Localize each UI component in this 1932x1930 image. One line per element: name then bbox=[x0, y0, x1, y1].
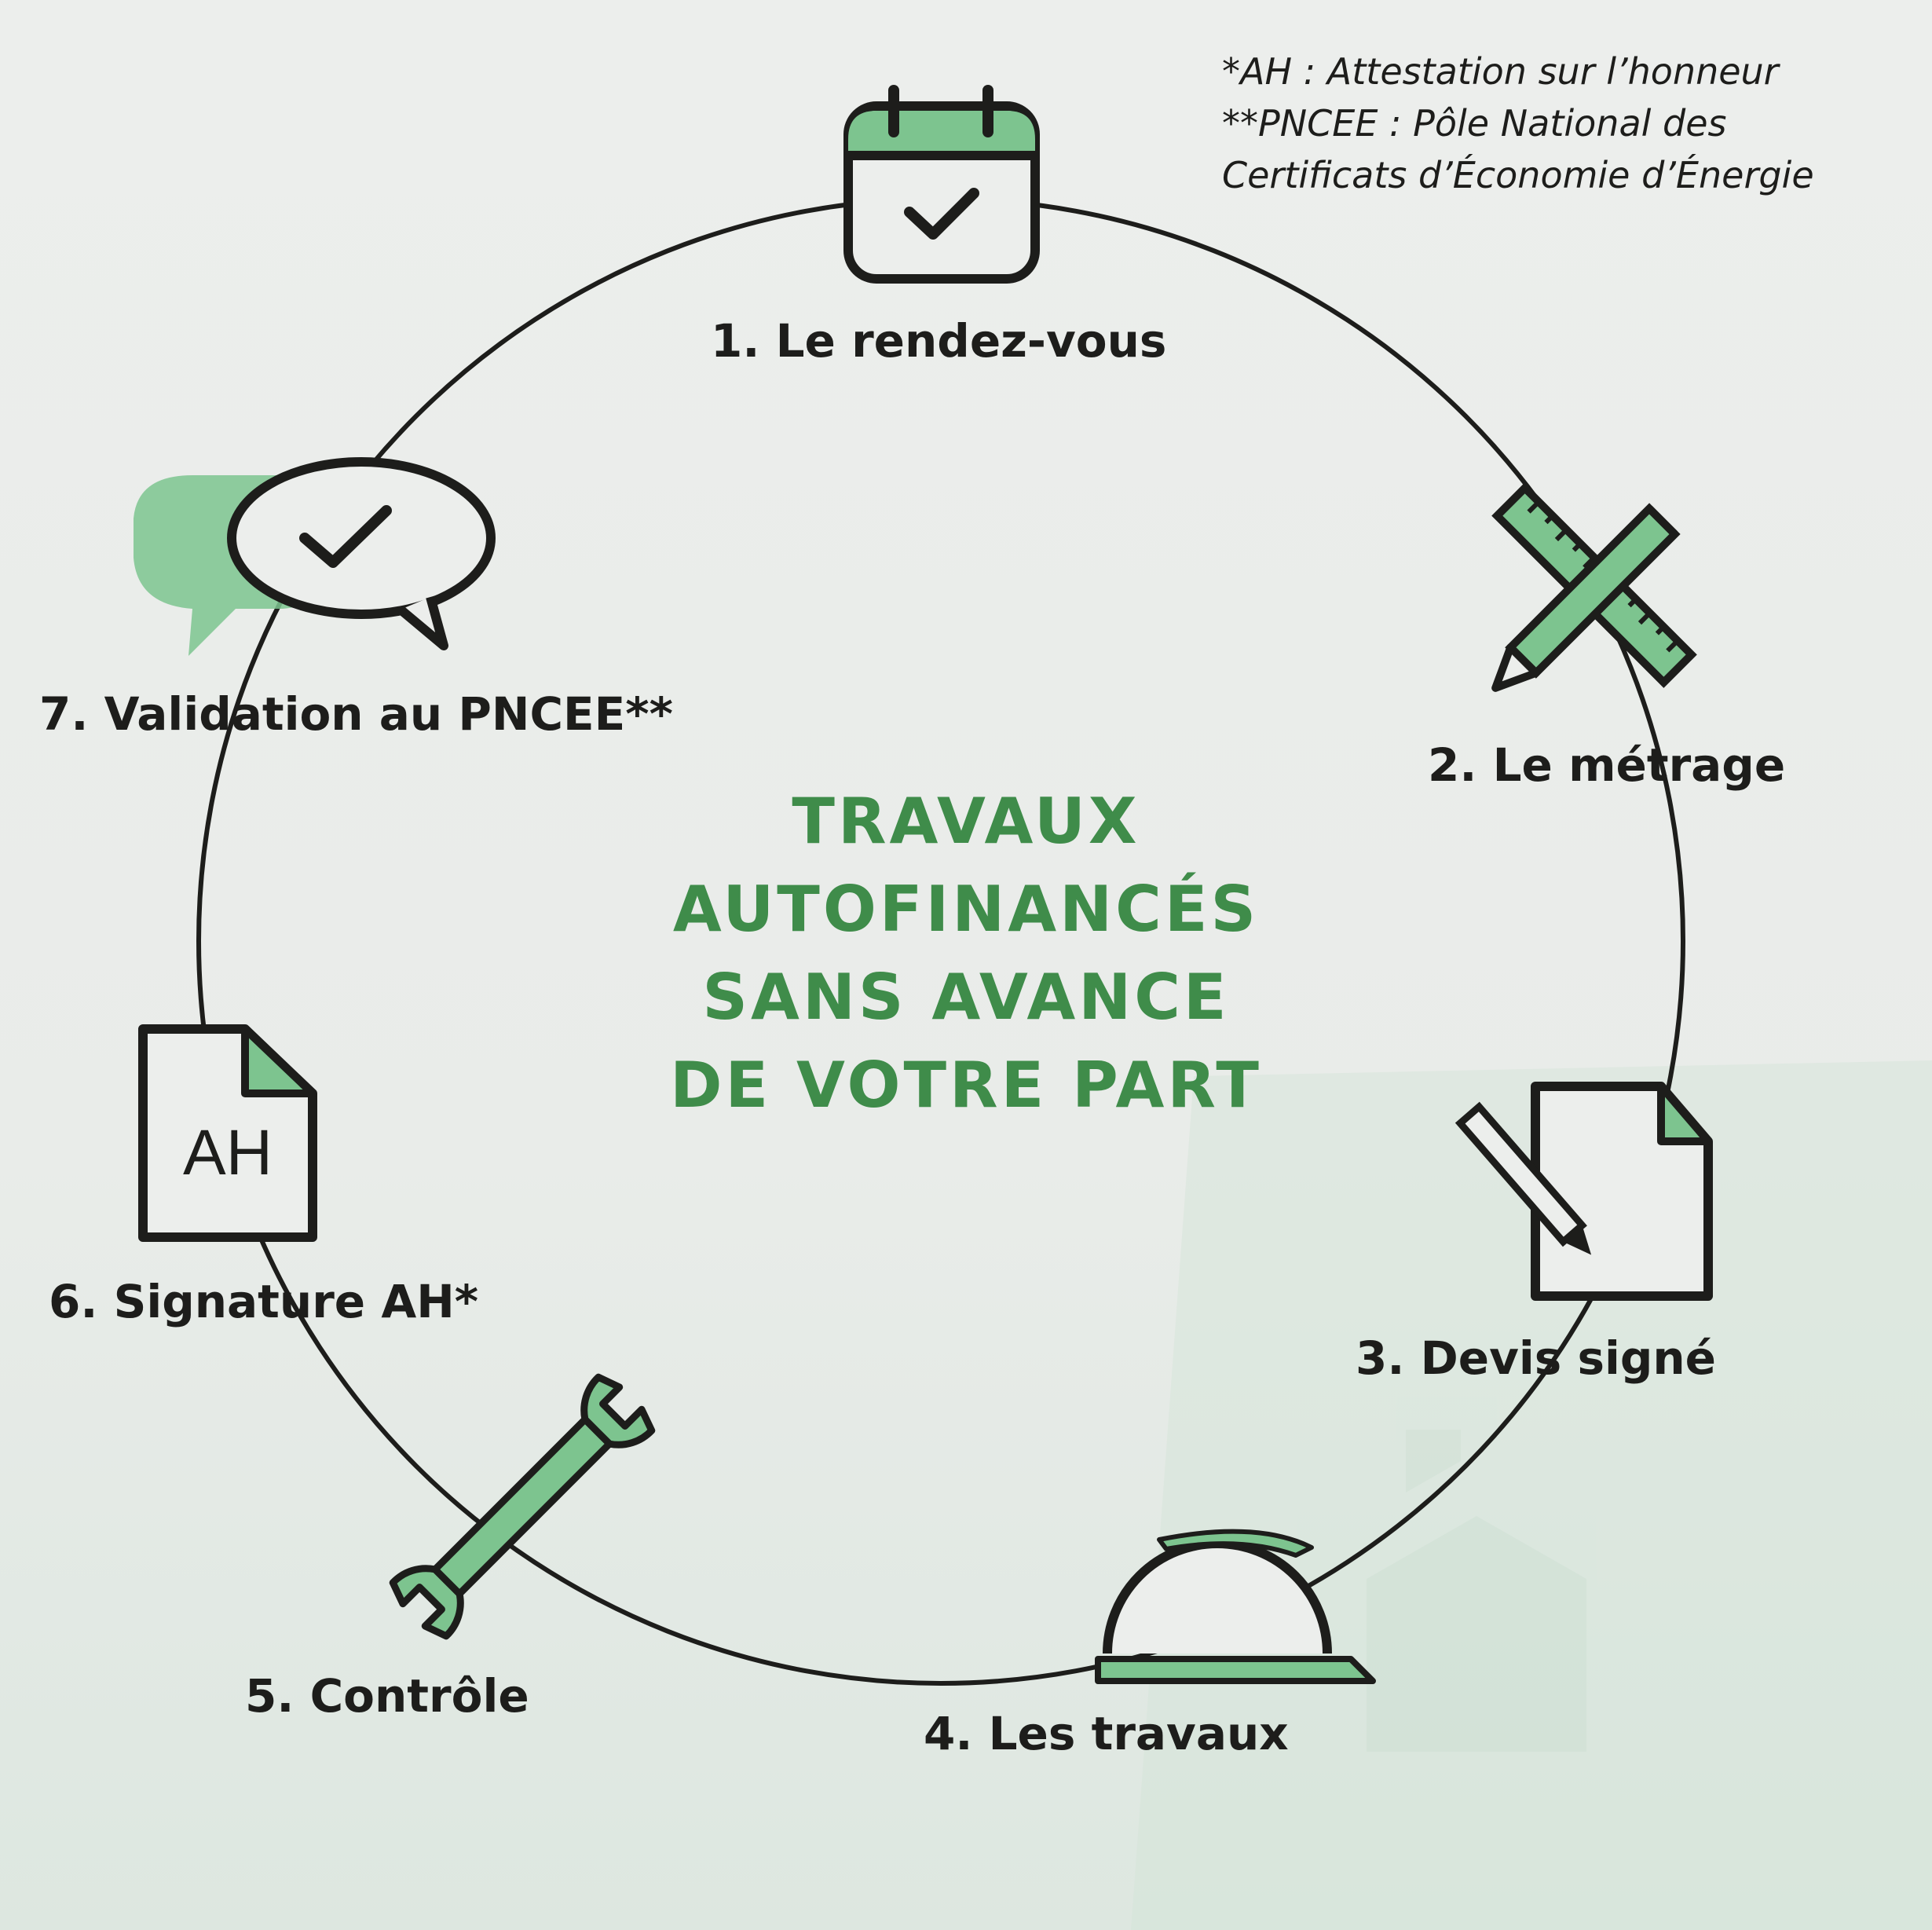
ah-icon-text: AH bbox=[183, 1117, 273, 1188]
center-title-line-2: AUTOFINANCÉS bbox=[672, 873, 1260, 946]
step-5-label: 5. Contrôle bbox=[245, 1669, 529, 1723]
ruler-pencil-icon bbox=[1491, 482, 1697, 692]
step-7-label: 7. Validation au PNCEE** bbox=[39, 687, 673, 741]
step-1-label: 1. Le rendez-vous bbox=[711, 314, 1167, 368]
footnotes: *AH : Attestation sur l’honneur **PNCEE … bbox=[1222, 46, 1814, 201]
center-title: TRAVAUX AUTOFINANCÉS SANS AVANCE DE VOTR… bbox=[573, 778, 1359, 1130]
footnote-pncee: **PNCEE : Pôle National des bbox=[1222, 102, 1727, 145]
ah-document-icon: AH bbox=[138, 1024, 317, 1242]
footnote-ah: *AH : Attestation sur l’honneur bbox=[1222, 50, 1779, 93]
step-2-label: 2. Le métrage bbox=[1428, 738, 1786, 792]
center-title-line-3: SANS AVANCE bbox=[702, 961, 1230, 1034]
step-3-label: 3. Devis signé bbox=[1356, 1331, 1717, 1385]
hard-hat-icon bbox=[1095, 1529, 1376, 1684]
step-4-label: 4. Les travaux bbox=[924, 1707, 1289, 1760]
step-6-label: 6. Signature AH* bbox=[49, 1275, 479, 1328]
signed-document-icon bbox=[1454, 1082, 1713, 1301]
center-title-line-4: DE VOTRE PART bbox=[670, 1049, 1262, 1122]
center-title-line-1: TRAVAUX bbox=[792, 785, 1140, 858]
footnote-pncee-cont: Certificats d’Économie d’Énergie bbox=[1222, 154, 1814, 196]
speech-bubble-check-icon bbox=[134, 457, 496, 656]
background-house bbox=[1131, 1060, 1932, 1930]
wrench-icon bbox=[389, 1373, 656, 1640]
calendar-check-icon bbox=[843, 85, 1040, 284]
